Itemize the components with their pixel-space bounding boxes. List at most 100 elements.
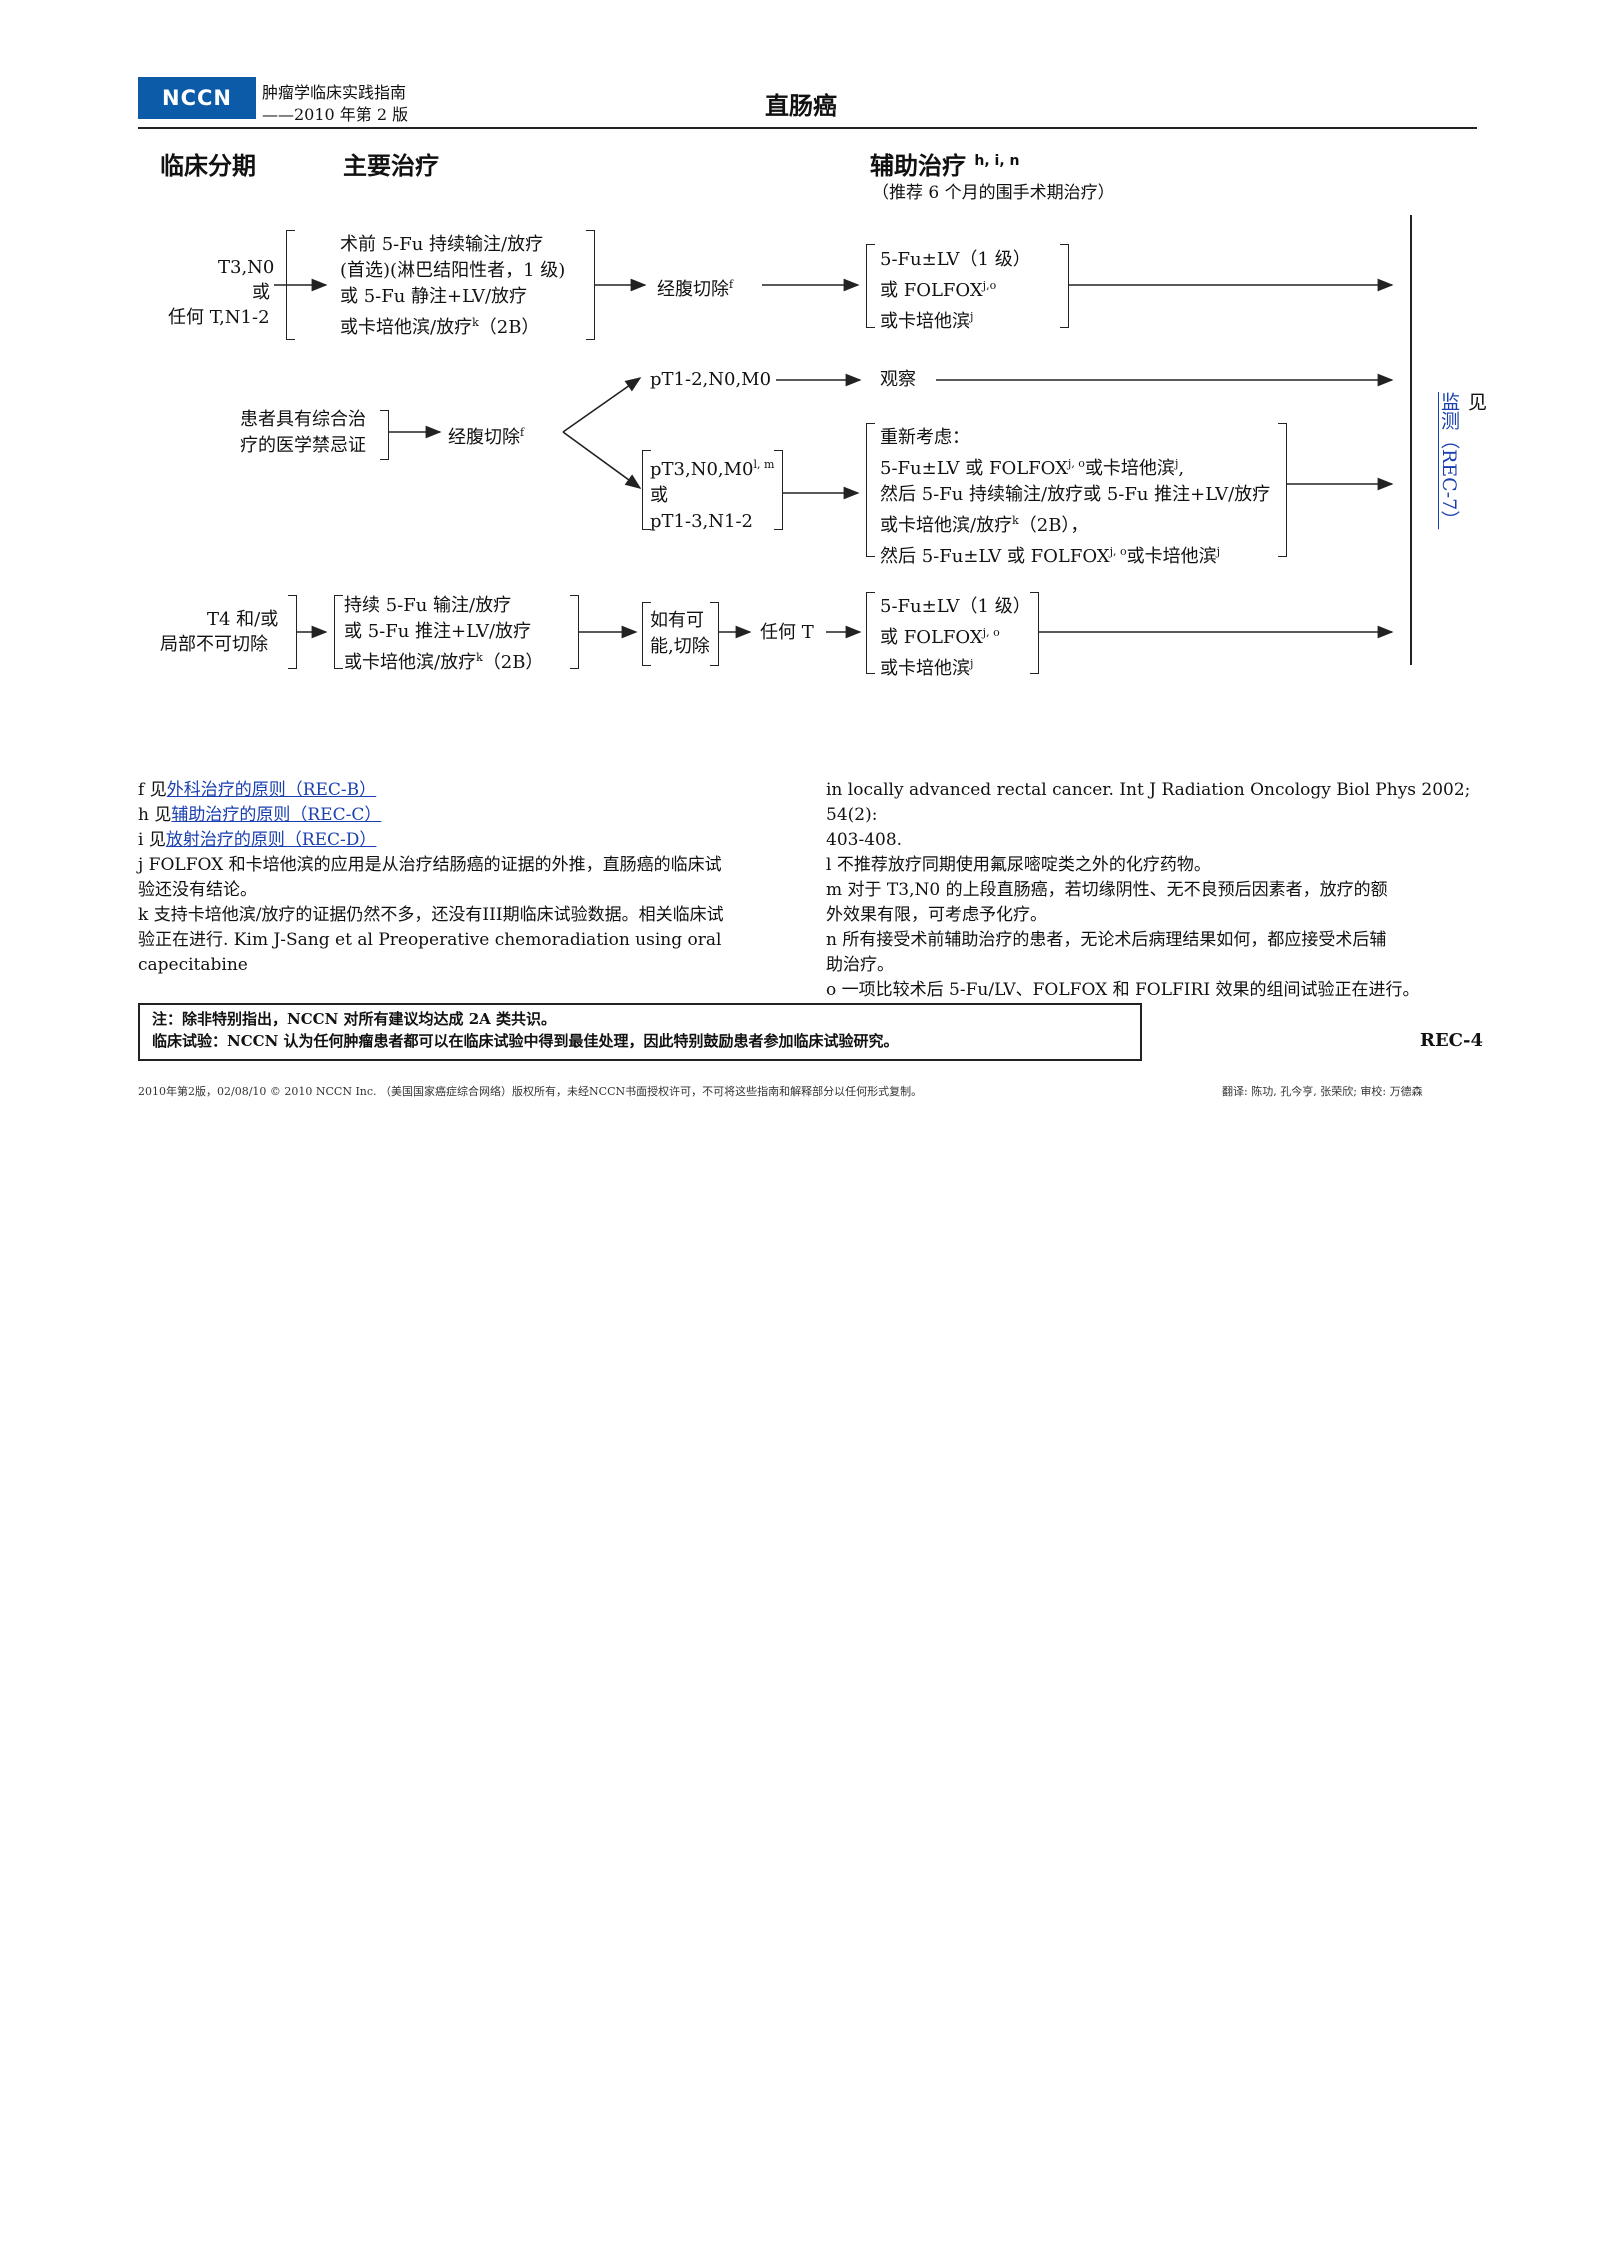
consensus-note: 注：除非特别指出，NCCN 对所有建议均达成 2A 类共识。 [152,1010,557,1028]
row2-stage: 患者具有综合治 疗的医学禁忌证 [240,407,366,459]
row1-primary-line3: 或 5-Fu 静注+LV/放疗 [340,286,528,307]
footnote-j-line2: 验还没有结论。 [138,880,257,900]
row2-surgery-sup: f [520,426,525,439]
header-divider [138,127,1477,129]
row1-primary-line1: 术前 5-Fu 持续输注/放疗 [340,234,544,255]
row1-adj-bracket-right [1060,244,1069,328]
surveillance-link-container: 见监测（REC-7） [1436,392,1490,542]
row2-reconsider-line3: 然后 5-Fu 持续输注/放疗或 5-Fu 推注+LV/放疗 [880,484,1271,505]
row1-primary-tail: （2B） [478,317,540,338]
row1-bracket-right [586,230,595,340]
row2-branch-b-bracket-right [774,450,783,530]
row3-primary-tail: （2B） [482,652,544,673]
row1-primary-line4: 或卡培他滨/放疗k（2B） [340,310,565,341]
footnotes-right: in locally advanced rectal cancer. Int J… [826,778,1476,1003]
row1-stage: T3,N0 [218,255,274,281]
col-header-clinical-stage: 临床分期 [160,152,256,180]
surveillance-vertical-line [1410,215,1412,665]
row3-primary-bracket-right [570,595,579,669]
row1-adj-folfox: 或 FOLFOX [880,280,983,301]
footnote-n-line2: 助治疗。 [826,955,894,975]
row2-branch-b-line1: pT3,N0,M0l, m [650,452,774,483]
adjuvant-footnote-ref: h, i, n [974,153,1020,169]
row3-adj-folfox: 或 FOLFOX [880,627,983,648]
row2-branch-b-sup: l, m [753,458,775,471]
col-header-primary-treatment: 主要治疗 [343,152,439,180]
row2-reconsider-line4: 或卡培他滨/放疗k（2B）， [880,508,1270,539]
row1-primary-sup-k: k [472,316,479,329]
nccn-logo: NCCN [138,77,256,119]
row2-branch-b-label1: pT3,N0,M0 [650,459,754,480]
row1-adj-folfox-sup: j,o [982,279,997,292]
row1-stage-or: 或 [252,282,270,303]
footnote-i-link[interactable]: 放射治疗的原则（REC-D） [165,830,377,850]
footnote-o: o 一项比较术后 5-Fu/LV、FOLFOX 和 FOLFIRI 效果的组间试… [826,980,1420,1000]
footnote-h: h 见辅助治疗的原则（REC-C） [138,803,788,828]
row1-stage-line1: T3,N0 [218,257,275,278]
row2-stage-line1: 患者具有综合治 [240,409,366,430]
row3-stage-bracket [288,595,297,669]
row2-reconsider-line1: 重新考虑： [880,427,970,448]
row2-recon-sup-k: k [1012,514,1019,527]
footnote-h-link[interactable]: 辅助治疗的原则（REC-C） [171,805,382,825]
row3-primary-cape: 或卡培他滨/放疗 [344,652,477,673]
row1-bracket-left [286,230,295,340]
row3-adj-bracket-left [866,592,875,674]
consensus-note-box: 注：除非特别指出，NCCN 对所有建议均达成 2A 类共识。 临床试验：NCCN… [138,1003,1142,1061]
row2-recon-f: 或卡培他滨 [1126,546,1217,567]
row3-primary-line1: 持续 5-Fu 输注/放疗 [344,595,512,616]
row3-adj-line1: 5-Fu±LV（1 级） [880,596,1031,617]
surveillance-link[interactable]: 监测（REC-7） [1438,392,1460,530]
row2-recon-a: 5-Fu±LV 或 FOLFOX [880,458,1068,479]
row1-adjuvant: 5-Fu±LV（1 级） 或 FOLFOXj,o 或卡培他滨j [880,247,1031,335]
footnote-i: i 见放射治疗的原则（REC-D） [138,828,788,853]
footnote-m-line2: 外效果有限，可考虑予化疗。 [826,905,1047,925]
row3-adj-bracket-right [1030,592,1039,674]
footnote-f-link[interactable]: 外科治疗的原则（REC-B） [166,780,377,800]
row1-surgery: 经腹切除f [657,272,733,303]
row3-adj-line3: 或卡培他滨j [880,651,1031,682]
row1-adj-cape-sup: j [970,310,974,323]
row2-reconsider: 重新考虑： 5-Fu±LV 或 FOLFOXj, o或卡培他滨j, 然后 5-F… [880,425,1270,570]
row3-adjuvant: 5-Fu±LV（1 级） 或 FOLFOXj, o 或卡培他滨j [880,594,1031,682]
row3-surgery-bracket-left [642,602,651,666]
footnote-h-prefix: h 见 [138,805,172,825]
row1-adj-line3: 或卡培他滨j [880,304,1031,335]
footnote-k-cont-line2: 403-408. [826,830,903,850]
row1-adj-line2: 或 FOLFOXj,o [880,273,1031,304]
row2-branch-b: pT3,N0,M0l, m 或 pT1-3,N1-2 [650,452,774,535]
row2-surgery: 经腹切除f [448,420,524,451]
row2-observe: 观察 [880,369,916,390]
row3-adj-folfox-sup: j, o [982,626,1000,639]
row3-primary-line2: 或 5-Fu 推注+LV/放疗 [344,621,532,642]
row3-adj-cape: 或卡培他滨 [880,658,970,679]
adjuvant-label: 辅助治疗 [870,152,966,180]
row2-branch-b-line2: 或 [650,485,668,506]
row3-surgery-line2: 能,切除 [650,636,710,657]
footnote-j-line1: j FOLFOX 和卡培他滨的应用是从治疗结肠癌的证据的外推，直肠癌的临床试 [138,855,722,875]
footnote-f: f 见外科治疗的原则（REC-B） [138,778,788,803]
row3-any-t: 任何 T [760,622,814,643]
row2-stage-bracket [380,410,389,460]
row2-reconsider-bracket-left [866,423,875,557]
row2-recon-sup-j-2: j [1216,545,1221,558]
row3-surgery-bracket-right [710,602,719,666]
row3-stage-line1: T4 和/或 [207,609,279,630]
surveillance-link-group: 见监测（REC-7） [1436,392,1487,542]
row2-recon-b: 或卡培他滨 [1084,458,1175,479]
row1-surgery-label: 经腹切除 [657,279,729,300]
footnote-k-line1: k 支持卡培他滨/放疗的证据仍然不多，还没有III期临床试验数据。相关临床试 [138,905,724,925]
footnote-k-cont-line1: in locally advanced rectal cancer. Int J… [826,780,1471,825]
col-header-adjuvant-treatment: 辅助治疗 h, i, n [870,146,1019,181]
row2-recon-e: 然后 5-Fu±LV 或 FOLFOX [880,546,1110,567]
row1-primary-cape: 或卡培他滨/放疗 [340,317,473,338]
row3-primary-sup-k: k [476,651,483,664]
row2-branch-a: pT1-2,N0,M0 [650,369,772,390]
row3-adj-line2: 或 FOLFOXj, o [880,620,1031,651]
row2-recon-c: 或卡培他滨/放疗 [880,515,1013,536]
footnote-i-prefix: i 见 [138,830,166,850]
row2-recon-sup-jo-2: j, o [1109,545,1127,558]
footnote-k-line2: 验正在进行. Kim J-Sang et al Preoperative che… [138,930,722,975]
copyright-footer: 2010年第2版，02/08/10 © 2010 NCCN Inc. （美国国家… [138,1085,923,1098]
row3-primary: 持续 5-Fu 输注/放疗 或 5-Fu 推注+LV/放疗 或卡培他滨/放疗k（… [344,593,543,676]
